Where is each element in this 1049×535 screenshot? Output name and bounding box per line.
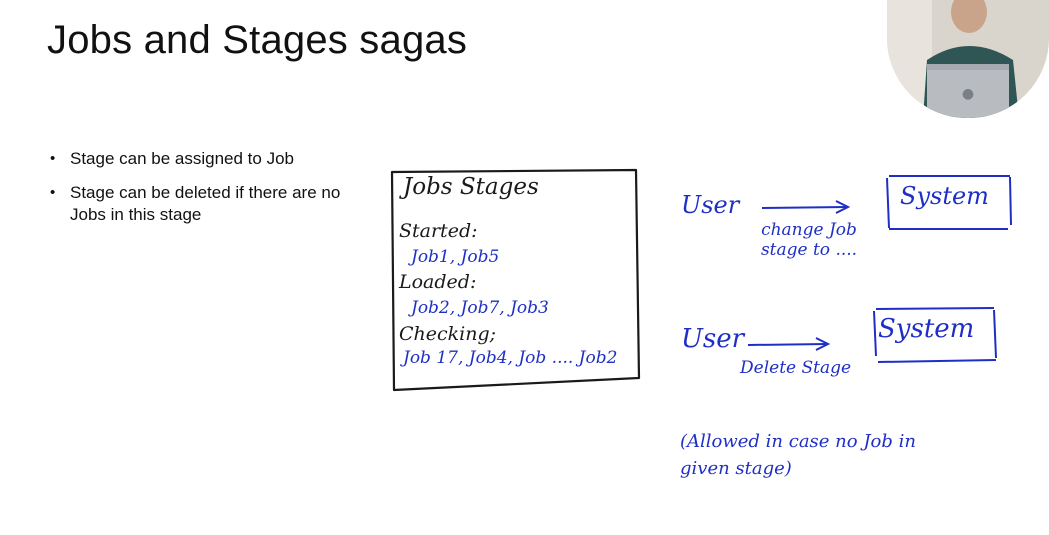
- jobs-box-title: Jobs Stages: [403, 174, 539, 200]
- bullet-item: • Stage can be deleted if there are no J…: [50, 182, 350, 226]
- user-label: User: [681, 191, 740, 219]
- bullet-text: Stage can be assigned to Job: [70, 149, 294, 168]
- system-label: System: [878, 314, 975, 344]
- stage-jobs: Job 17, Job4, Job .... Job2: [403, 348, 618, 368]
- stage-jobs: Job2, Job7, Job3: [411, 298, 549, 318]
- footnote: (Allowed in case no Job in given stage): [680, 431, 916, 479]
- arrow-note: change Job stage to ....: [760, 220, 858, 260]
- bullet-dot-icon: •: [50, 184, 56, 201]
- bullet-text: Stage can be deleted if there are no Job…: [70, 183, 341, 224]
- apple-logo-icon: ●: [962, 86, 974, 102]
- stage-jobs: Job1, Job5: [411, 247, 500, 267]
- system-box-border: [873, 307, 997, 363]
- stage-label: Started:: [399, 220, 478, 242]
- bullet-dot-icon: •: [50, 150, 56, 167]
- stage-label: Loaded:: [399, 271, 477, 293]
- bullet-item: • Stage can be assigned to Job: [50, 148, 350, 170]
- jobs-box-border: [390, 168, 641, 392]
- arrow-note: Delete Stage: [740, 358, 852, 378]
- stage-label: Checking;: [399, 323, 497, 345]
- user-label: User: [681, 324, 745, 354]
- slide-title: Jobs and Stages sagas: [47, 18, 468, 62]
- arrow-right-icon: [761, 200, 851, 214]
- bullet-list: • Stage can be assigned to Job • Stage c…: [50, 148, 350, 238]
- system-label: System: [900, 182, 989, 210]
- arrow-right-icon: [747, 337, 831, 351]
- jobs-stages-box: Jobs Stages Started: Job1, Job5 Loaded: …: [389, 168, 641, 392]
- system-box-border: [886, 175, 1012, 230]
